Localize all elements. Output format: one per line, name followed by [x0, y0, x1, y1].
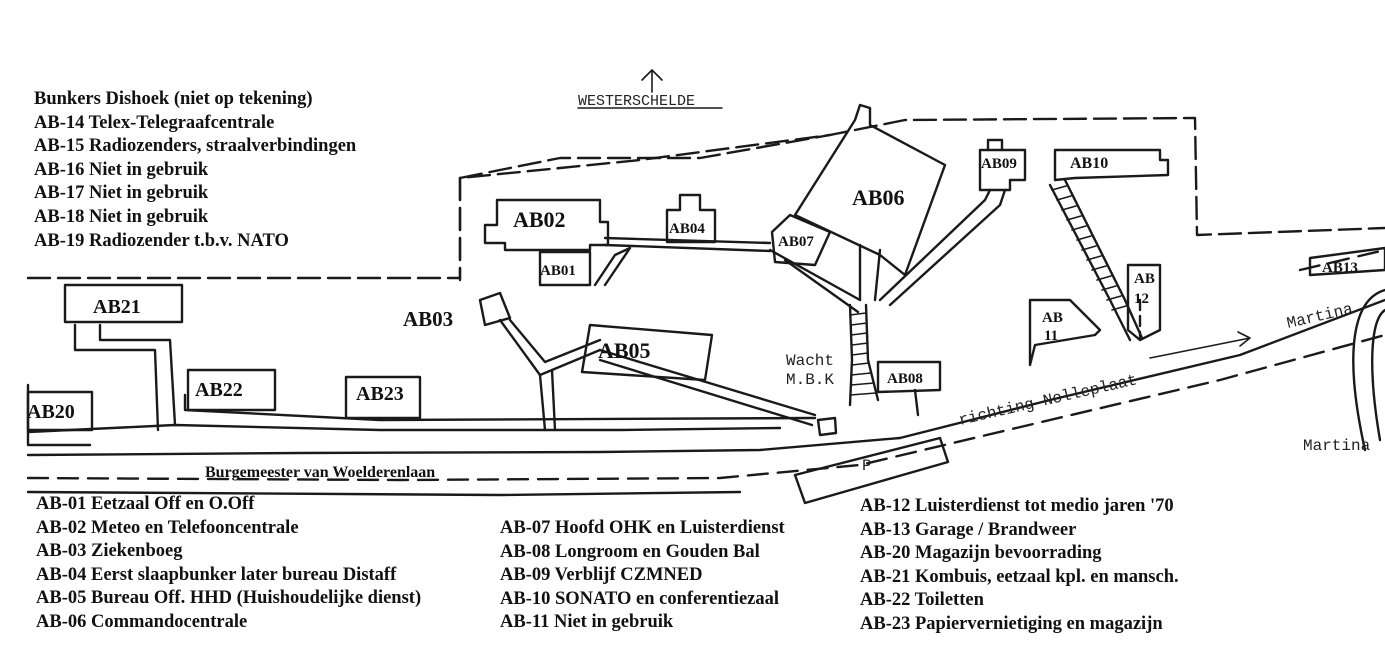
legend-item: AB-11 Niet in gebruik: [500, 612, 674, 633]
path-ab08-down: [913, 388, 920, 417]
legend-item: AB-13 Garage / Brandweer: [860, 519, 1077, 540]
label-ab05: AB05: [598, 338, 651, 363]
bunker-ab03: [478, 291, 512, 327]
label-ab04: AB04: [669, 221, 705, 237]
legend-item: AB-15 Radiozenders, straalverbindingen: [34, 136, 357, 157]
label-ab20: AB20: [27, 401, 75, 423]
guardhouse: [816, 416, 838, 437]
label-ab11-line1: AB: [1042, 310, 1063, 326]
legend-item: AB-06 Commandocentrale: [36, 611, 248, 632]
legend-item: AB-02 Meteo en Telefooncentrale: [36, 517, 299, 538]
legend-item: AB-10 SONATO en conferentiezaal: [500, 588, 780, 609]
legend-item: AB-14 Telex-Telegraafcentrale: [34, 112, 275, 133]
guard-label-2: M.B.K: [786, 371, 834, 389]
legend-item: AB-19 Radiozender t.b.v. NATO: [34, 230, 289, 251]
bunker-ab04: [665, 193, 717, 244]
bunker-ab10: [1053, 148, 1170, 182]
path-ab03-down: [538, 368, 557, 432]
path-ab06-junction: [858, 243, 882, 302]
road-label: Burgemeester van Woelderenlaan: [205, 464, 435, 481]
legend-item: AB-04 Eerst slaapbunker later bureau Dis…: [36, 564, 397, 585]
label-ab10: AB10: [1070, 155, 1108, 172]
legend-item: AB-12 Luisterdienst tot medio jaren '70: [860, 496, 1174, 516]
path-ab22: [183, 393, 817, 422]
road-east-dashed: [1298, 248, 1385, 272]
bunker-ab13: [1308, 246, 1385, 277]
bunker-ab06: [793, 103, 947, 277]
legend-item: AB-20 Magazijn bevoorrading: [860, 543, 1102, 564]
legend-item: AB-18 Niet in gebruik: [34, 206, 209, 227]
road-martina-curve: [1352, 288, 1385, 452]
path-ab09-junction: [878, 188, 1007, 307]
north-label: WESTERSCHELDE: [578, 93, 695, 110]
road-martina-curve-2: [1371, 308, 1385, 442]
main-road-bottom: [26, 490, 742, 497]
label-ab11-line2: 11: [1044, 328, 1058, 344]
bunker-ab08: [876, 360, 942, 394]
label-ab23: AB23: [356, 383, 404, 405]
bunker-ab02: [483, 198, 610, 252]
bunker-ab09-top: [986, 138, 1004, 152]
legend-item: AB-21 Kombuis, eetzaal kpl. en mansch.: [860, 566, 1179, 587]
label-ab21: AB21: [93, 296, 141, 318]
road-east-north: [898, 298, 1385, 440]
label-ab08: AB08: [887, 371, 923, 387]
legend-item: AB-05 Bureau Off. HHD (Huishoudelijke di…: [36, 588, 422, 609]
label-ab03: AB03: [403, 307, 453, 331]
legend-item: AB-01 Eetzaal Off en O.Off: [36, 494, 255, 514]
label-ab01: AB01: [540, 263, 576, 279]
guard-label-1: Wacht: [786, 352, 834, 370]
bunker-ab01: [538, 250, 592, 287]
path-ab21-down: [73, 323, 177, 432]
legend-bottom-right: AB-12 Luisterdienst tot medio jaren '70 …: [860, 495, 1179, 637]
legend-title-dishoek: Bunkers Dishoek (niet op tekening): [34, 89, 313, 109]
label-ab22: AB22: [195, 379, 243, 401]
parking-outline: [793, 436, 950, 505]
martina-label-1: Martina: [1285, 300, 1355, 333]
bunker-ab23: [344, 375, 422, 420]
direction-arrow: [1149, 331, 1251, 359]
bunker-ab09: [978, 148, 1027, 192]
bunker-ab20: [26, 390, 94, 432]
legend-item: AB-16 Niet in gebruik: [34, 159, 209, 180]
legend-bottom-left: AB-01 Eetzaal Off en O.Off AB-02 Meteo e…: [36, 493, 421, 635]
bunker-ab01-path: [593, 246, 632, 287]
legend-bottom-middle: AB-07 Hoofd OHK en Luisterdienst AB-08 L…: [500, 517, 785, 635]
martina-label-2: Martina: [1303, 437, 1371, 455]
bunker-ab11: [1028, 298, 1102, 367]
legend-item: AB-17 Niet in gebruik: [34, 183, 209, 204]
main-road-north-edge: [26, 423, 782, 434]
legend-item: AB-23 Papiervernietiging en magazijn: [860, 613, 1163, 634]
main-road-dashed: [26, 333, 1385, 482]
legend-item: AB-08 Longroom en Gouden Bal: [500, 541, 760, 562]
path-ab02-ab07: [603, 236, 772, 253]
label-ab09: AB09: [981, 156, 1017, 172]
north-arrow: [641, 69, 663, 93]
label-ab13: AB13: [1322, 260, 1358, 276]
path-ab05-gate: [598, 348, 817, 427]
stair-hatch-ab08: [849, 312, 877, 396]
legend-dishoek: Bunkers Dishoek (niet op tekening) AB-14…: [34, 88, 356, 253]
path-ab07-ab08: [768, 248, 862, 314]
bunker-ab07: [770, 213, 832, 267]
legend-item: AB-22 Toiletten: [860, 590, 984, 611]
main-road-south-edge: [26, 436, 902, 457]
stair-ab10-ab12: [1048, 178, 1144, 342]
label-ab12-line1: AB: [1134, 271, 1155, 287]
bunker-ab05: [580, 323, 714, 382]
parking-label: P: [862, 457, 872, 475]
perimeter-fence-top: [458, 133, 832, 180]
label-ab02: AB02: [513, 207, 566, 232]
label-ab12-line2: 12: [1134, 291, 1149, 307]
bunker-ab22: [186, 368, 277, 412]
legend-item: AB-03 Ziekenboeg: [36, 541, 183, 562]
label-ab07: AB07: [778, 234, 814, 250]
stair-hatch: [1051, 185, 1127, 311]
legend-item: AB-07 Hoofd OHK en Luisterdienst: [500, 518, 785, 538]
legend-item: AB-09 Verblijf CZMNED: [500, 565, 703, 586]
bunker-ab21: [63, 283, 184, 324]
label-ab06: AB06: [852, 185, 905, 210]
bunker-ab12: [1126, 263, 1162, 342]
